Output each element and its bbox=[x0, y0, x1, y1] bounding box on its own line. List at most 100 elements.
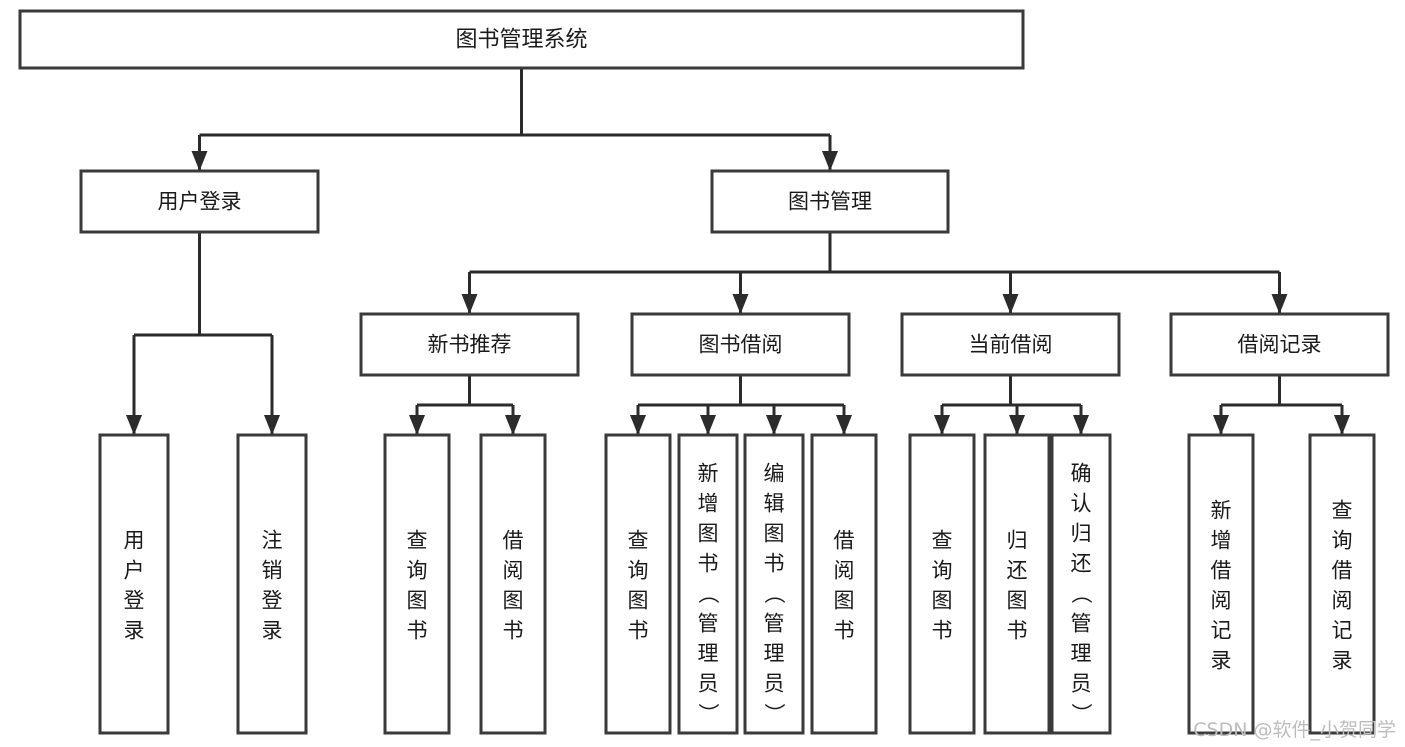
node-rect bbox=[743, 433, 805, 735]
arrow-head-icon bbox=[264, 415, 280, 435]
leaf-label-char: 查 bbox=[407, 528, 428, 552]
leaf-label-char: 登 bbox=[124, 588, 145, 612]
leaf-label-char: 认 bbox=[1071, 491, 1092, 515]
leaf-label-char: 图 bbox=[1007, 588, 1028, 612]
leaf-label-char: （ bbox=[696, 583, 720, 604]
leaf-label-char: 询 bbox=[932, 558, 953, 582]
leaf-label-char: 管 bbox=[1071, 611, 1092, 635]
node-label: 借阅记录 bbox=[1238, 333, 1322, 357]
leaf-label-char: 借 bbox=[1211, 558, 1232, 582]
node-label: 图书管理 bbox=[788, 190, 872, 214]
level1-node-0[interactable]: 用户登录 bbox=[79, 169, 320, 234]
node-rect bbox=[383, 433, 451, 735]
arrow-head-icon bbox=[822, 151, 838, 171]
leaf-label-char: 辑 bbox=[764, 491, 785, 515]
leaf-label-char: 借 bbox=[1332, 558, 1353, 582]
leaf-label-char: （ bbox=[762, 583, 786, 604]
leaf-label-char: 归 bbox=[1007, 528, 1028, 552]
leaf-label-char: 新 bbox=[1211, 498, 1232, 522]
leaf-label-char: ） bbox=[1069, 703, 1093, 724]
leaf-node[interactable]: 用户登录 bbox=[98, 433, 170, 735]
arrow-head-icon bbox=[700, 415, 716, 435]
node-rect bbox=[1169, 312, 1390, 377]
leaf-label-char: 借 bbox=[834, 528, 855, 552]
arrow-head-icon bbox=[1271, 294, 1288, 314]
leaf-label-char: （ bbox=[1069, 583, 1093, 604]
leaf-label-char: 书 bbox=[1007, 618, 1028, 642]
leaf-label-char: 理 bbox=[698, 641, 719, 665]
leaf-label-char: 还 bbox=[1007, 558, 1028, 582]
arrow-head-icon bbox=[630, 415, 646, 435]
node-rect bbox=[359, 312, 580, 377]
leaf-label-char: 书 bbox=[698, 551, 719, 575]
leaf-label-char: 记 bbox=[1211, 618, 1232, 642]
leaf-label-char: 确 bbox=[1071, 461, 1092, 485]
leaf-label-char: 新 bbox=[698, 461, 719, 485]
leaf-label-char: 员 bbox=[764, 671, 785, 695]
leaf-label-char: 管 bbox=[764, 611, 785, 635]
leaf-label-char: 查 bbox=[932, 528, 953, 552]
leaf-label-char: 还 bbox=[1071, 551, 1092, 575]
leaf-label-char: 阅 bbox=[503, 558, 524, 582]
leaf-label-char: 查 bbox=[1332, 498, 1353, 522]
leaf-label-char: 图 bbox=[407, 588, 428, 612]
level2-node-1[interactable]: 图书借阅 bbox=[630, 312, 851, 377]
leaf-label-char: 图 bbox=[764, 521, 785, 545]
leaf-label-char: 书 bbox=[628, 618, 649, 642]
leaf-label-char: 登 bbox=[262, 588, 283, 612]
leaf-label-char: 增 bbox=[698, 491, 719, 515]
level2-node-2[interactable]: 当前借阅 bbox=[900, 312, 1121, 377]
level2-node-0[interactable]: 新书推荐 bbox=[359, 312, 580, 377]
leaf-label-char: 录 bbox=[1211, 648, 1232, 672]
node-rect bbox=[810, 433, 878, 735]
leaf-label-char: 书 bbox=[834, 618, 855, 642]
arrow-head-icon bbox=[191, 151, 208, 171]
node-rect bbox=[900, 312, 1121, 377]
arrow-head-icon bbox=[836, 415, 852, 435]
node-rect bbox=[710, 169, 950, 234]
leaf-label-char: 员 bbox=[1071, 671, 1092, 695]
arrow-head-icon bbox=[1009, 415, 1025, 435]
arrow-head-icon bbox=[766, 415, 782, 435]
root-node[interactable]: 图书管理系统 bbox=[18, 9, 1025, 70]
arrow-head-icon bbox=[934, 415, 950, 435]
arrow-head-icon bbox=[1073, 415, 1089, 435]
leaf-label-char: 理 bbox=[1071, 641, 1092, 665]
leaf-label-char: 归 bbox=[1071, 521, 1092, 545]
node-rect bbox=[630, 312, 851, 377]
leaf-label-char: 记 bbox=[1332, 618, 1353, 642]
node-rect bbox=[1308, 433, 1376, 735]
arrow-head-icon bbox=[732, 294, 749, 314]
leaf-label-char: 员 bbox=[698, 671, 719, 695]
node-label: 用户登录 bbox=[158, 190, 242, 214]
arrow-head-icon bbox=[126, 415, 142, 435]
node-label: 新书推荐 bbox=[428, 333, 512, 357]
leaf-label-char: 图 bbox=[834, 588, 855, 612]
leaf-label-char: 借 bbox=[503, 528, 524, 552]
leaf-label-char: 销 bbox=[262, 558, 283, 582]
leaf-label-char: 编 bbox=[764, 461, 785, 485]
node-rect bbox=[98, 433, 170, 735]
level1-node-1[interactable]: 图书管理 bbox=[710, 169, 950, 234]
leaf-label-char: 询 bbox=[1332, 528, 1353, 552]
leaf-label-char: 图 bbox=[932, 588, 953, 612]
node-rect bbox=[1187, 433, 1255, 735]
leaf-label-char: ） bbox=[762, 703, 786, 724]
level2-node-3[interactable]: 借阅记录 bbox=[1169, 312, 1390, 377]
node-rect bbox=[79, 169, 320, 234]
node-rect bbox=[1050, 433, 1112, 735]
node-rect bbox=[18, 9, 1025, 70]
leaf-label-char: 增 bbox=[1211, 528, 1232, 552]
